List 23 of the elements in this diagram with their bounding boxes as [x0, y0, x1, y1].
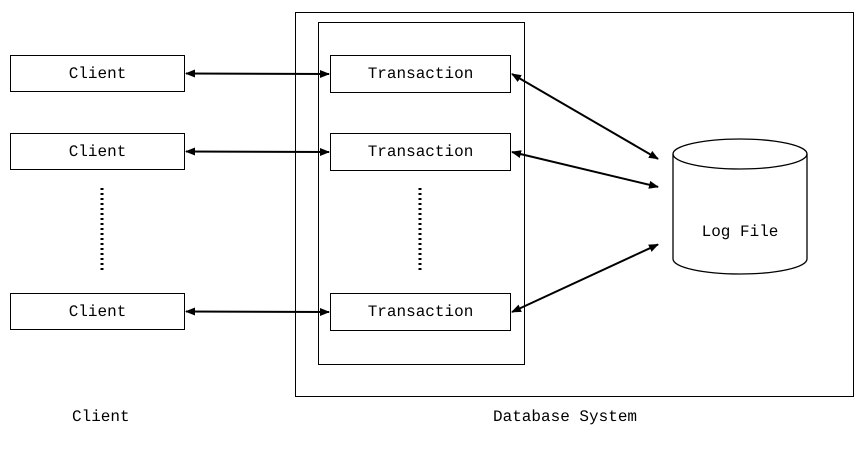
node-label: Client	[68, 142, 126, 160]
process-box	[330, 133, 511, 171]
caption-label: Client	[72, 408, 130, 426]
node-label: Log File	[702, 222, 778, 240]
system-boundary-box	[295, 12, 854, 397]
transaction-group-box	[318, 22, 525, 365]
node-label: Transaction	[368, 65, 474, 83]
node-label: Client	[68, 64, 126, 82]
double-arrow	[511, 150, 659, 189]
process-box	[330, 55, 511, 93]
double-arrow	[185, 148, 330, 156]
node-label: Transaction	[368, 303, 474, 321]
process-box	[330, 293, 511, 331]
node-label: Client	[68, 302, 126, 320]
double-arrow	[511, 244, 659, 313]
double-arrow	[185, 308, 330, 316]
caption-label: Database System	[493, 408, 638, 426]
node-label: Transaction	[368, 143, 474, 161]
process-box	[10, 55, 185, 92]
double-arrow	[511, 73, 659, 160]
process-box	[10, 293, 185, 330]
process-box	[10, 133, 185, 170]
double-arrow	[185, 70, 330, 78]
